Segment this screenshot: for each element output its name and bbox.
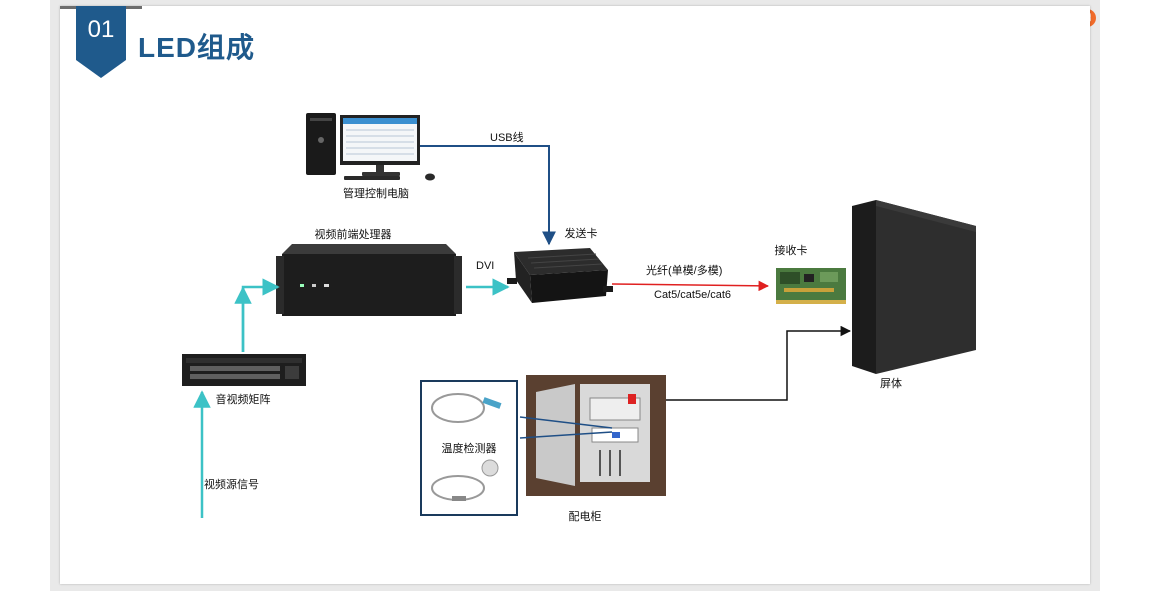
usb-connector — [420, 145, 556, 246]
badge-shape — [76, 6, 126, 78]
section-number: 01 — [87, 16, 115, 43]
sensor-cable-top — [519, 416, 613, 429]
av-matrix-icon — [182, 354, 306, 386]
av-matrix-label: 音视频矩阵 — [216, 392, 271, 406]
power-to-screen-connector — [666, 325, 852, 401]
screen-label: 屏体 — [880, 376, 902, 390]
computer-icon — [306, 113, 435, 181]
temp-sensor-label: 温度检测器 — [442, 441, 497, 455]
sensor-cable-bottom — [519, 431, 613, 439]
cat-label: Cat5/cat5e/cat6 — [654, 289, 731, 301]
power-cabinet-label: 配电柜 — [569, 510, 602, 523]
slide-title: LED组成 — [138, 32, 256, 63]
led-screen-icon — [852, 200, 976, 374]
section-badge: 01 — [76, 6, 126, 80]
dvi-label: DVI — [476, 260, 494, 272]
video-processor-label: 视频前端处理器 — [315, 227, 392, 241]
video-source-label: 视频源信号 — [204, 477, 259, 491]
temp-sensor-icon — [431, 393, 502, 501]
power-cabinet-icon — [526, 375, 666, 496]
usb-label: USB线 — [490, 130, 524, 144]
computer-label: 管理控制电脑 — [343, 186, 409, 200]
fiber-label: 光纤(单模/多模) — [646, 263, 722, 277]
fiber-connector — [611, 280, 770, 292]
receiver-card-icon — [776, 268, 846, 304]
receiver-card-label: 接收卡 — [775, 243, 808, 257]
sender-card-icon — [507, 248, 613, 303]
sender-card-label: 发送卡 — [565, 226, 598, 240]
matrix-to-processor-connector — [241, 278, 280, 352]
video-processor-icon — [276, 244, 462, 316]
